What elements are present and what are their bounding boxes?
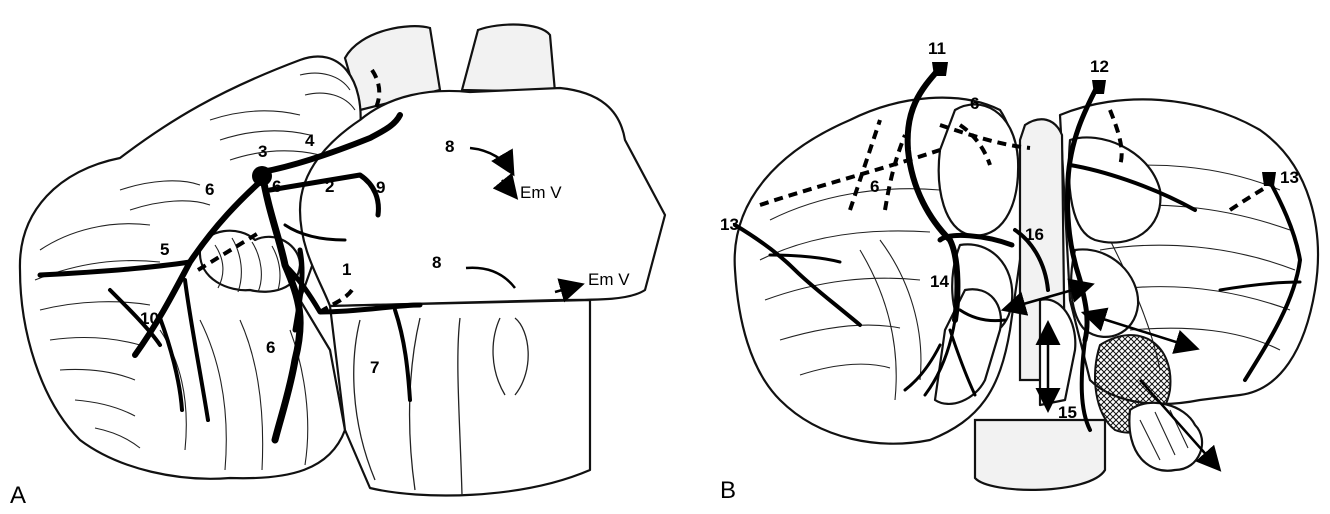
panel-b-drawing xyxy=(735,62,1318,490)
label-2: 2 xyxy=(325,177,334,196)
label-3: 3 xyxy=(258,142,267,161)
label-8-upper: 8 xyxy=(445,137,454,156)
label-12: 12 xyxy=(1090,57,1109,76)
label-6a: 6 xyxy=(205,180,214,199)
label-10: 10 xyxy=(140,309,159,328)
label-7: 7 xyxy=(370,358,379,377)
label-4: 4 xyxy=(305,131,315,150)
label-6-lower: 6 xyxy=(870,177,879,196)
label-1: 1 xyxy=(342,260,351,279)
label-13-left: 13 xyxy=(720,215,739,234)
label-6b: 6 xyxy=(272,177,281,196)
label-6c: 6 xyxy=(266,338,275,357)
panel-a-letter: A xyxy=(10,482,26,509)
label-11: 11 xyxy=(928,39,946,58)
label-8-lower: 8 xyxy=(432,253,441,272)
label-5: 5 xyxy=(160,240,169,259)
panel-b-letter: B xyxy=(720,477,736,504)
label-9: 9 xyxy=(376,178,385,197)
label-13-right: 13 xyxy=(1280,168,1299,187)
label-14: 14 xyxy=(930,272,949,291)
em-v-upper: Em V xyxy=(520,183,562,202)
label-6-upper: 6 xyxy=(970,94,979,113)
label-15: 15 xyxy=(1058,403,1077,422)
label-16: 16 xyxy=(1025,225,1044,244)
em-v-lower: Em V xyxy=(588,270,630,289)
